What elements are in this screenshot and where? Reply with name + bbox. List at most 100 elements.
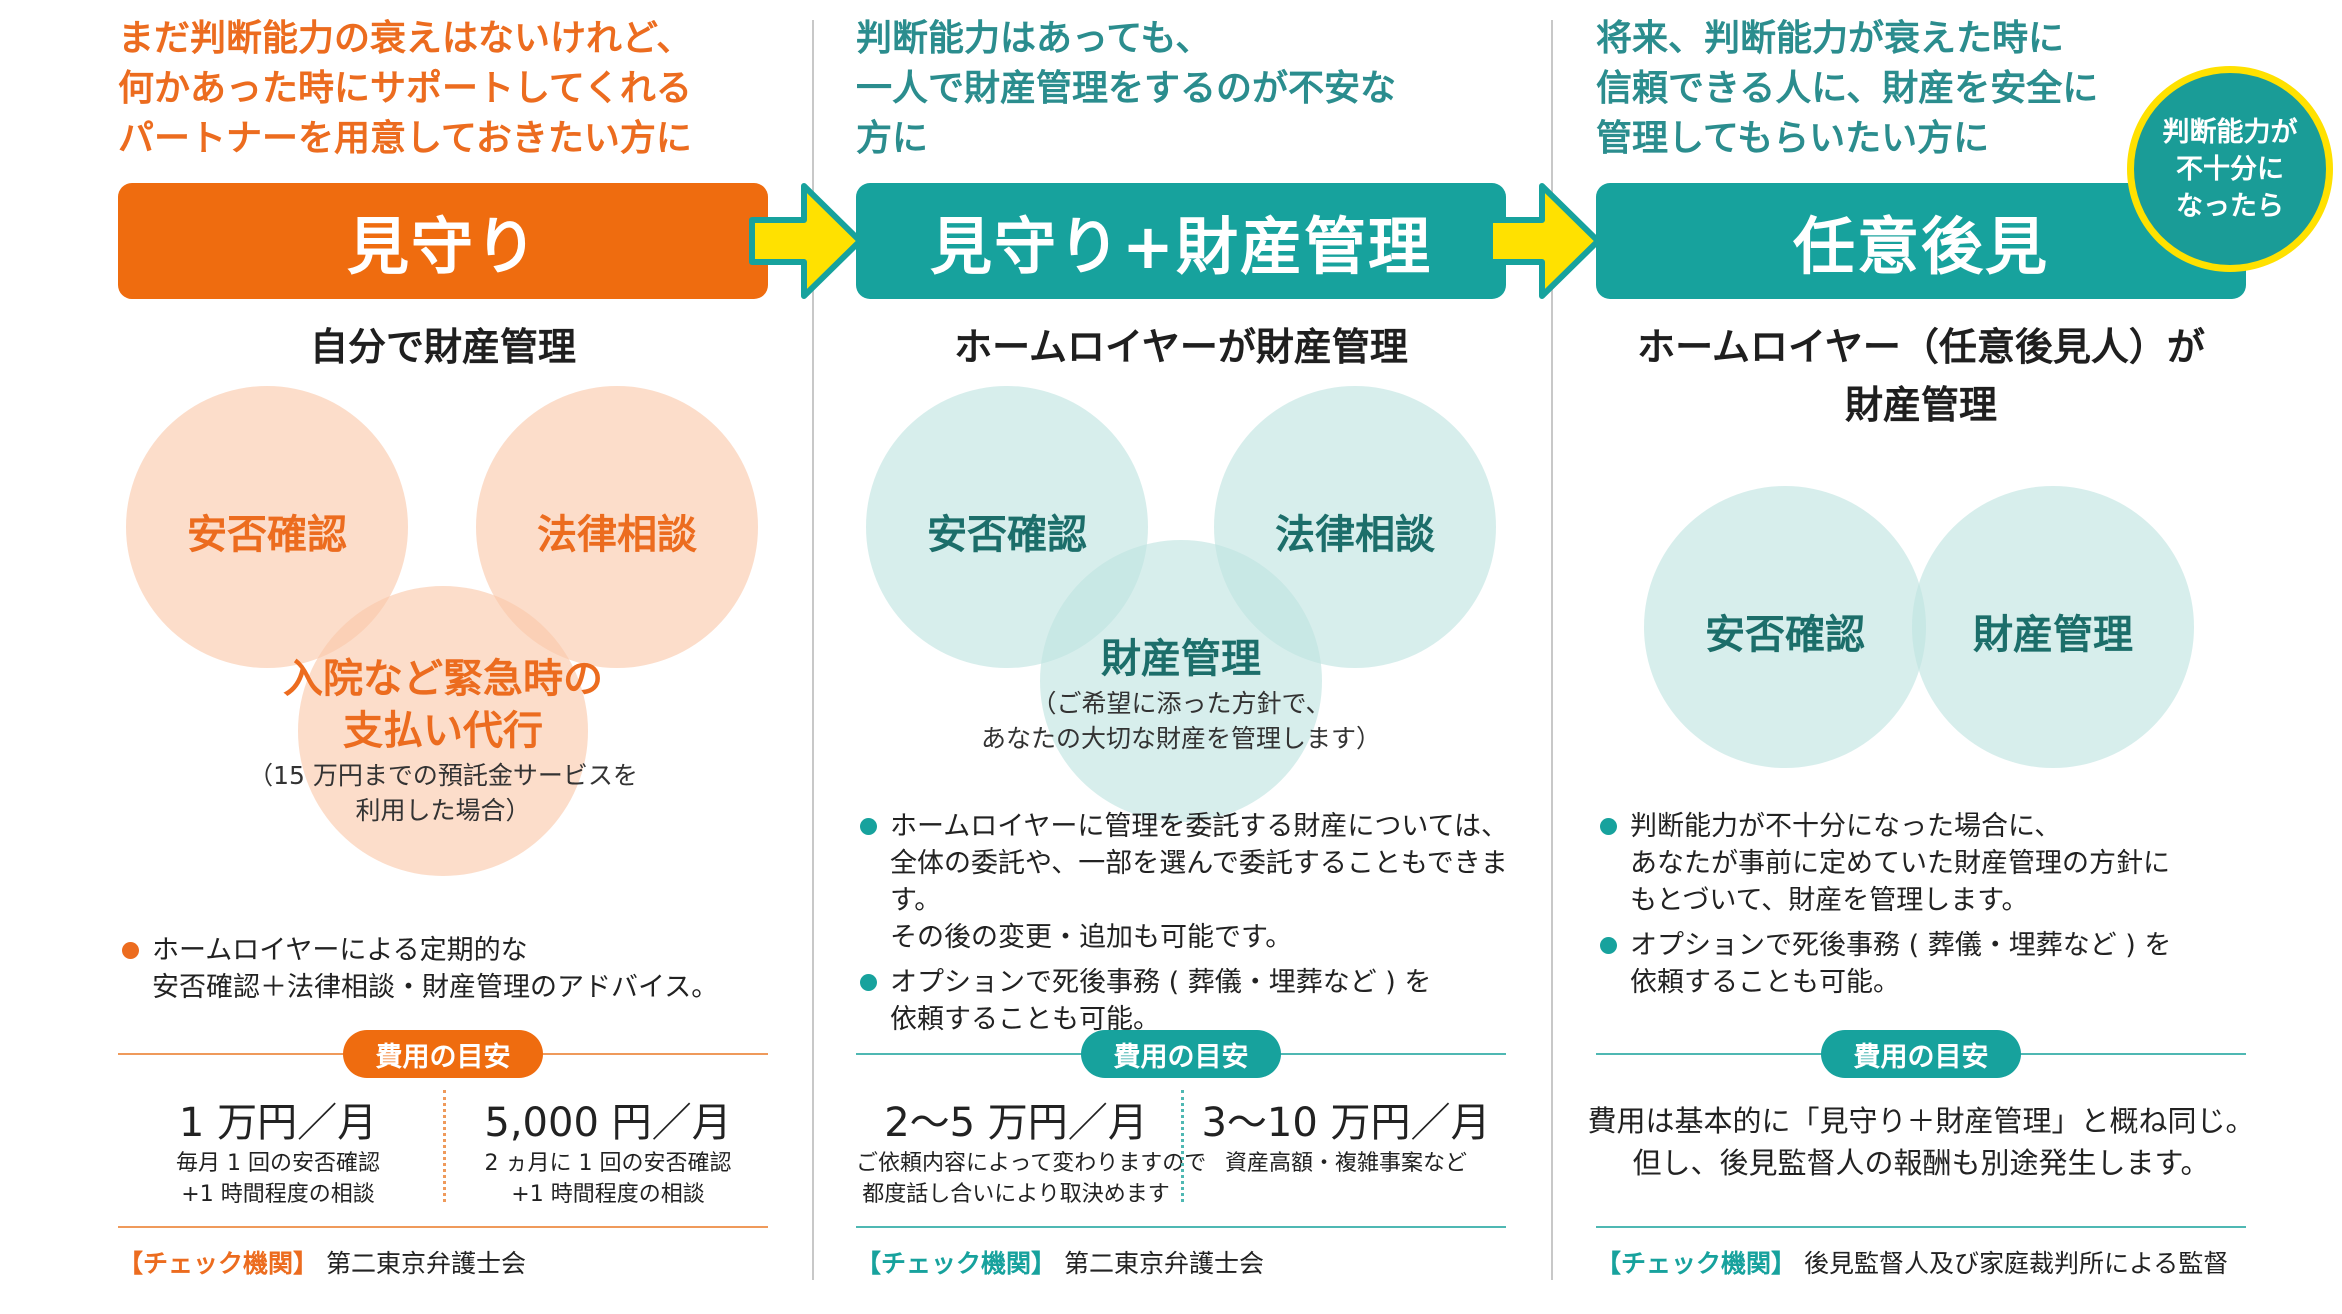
plan-column-nini-kouken: 将来、判断能力が衰えた時に 信頼できる人に、財産を安全に 管理してもらいたい方に… — [1587, 0, 2254, 1314]
feature-item: 判断能力が不十分になった場合に、 あなたが事前に定めていた財産管理の方針に もと… — [1600, 808, 2250, 919]
intro-line: 信頼できる人に、財産を安全に — [1596, 68, 2099, 109]
service-circle-anpi — [1644, 486, 1926, 768]
feature-line: ホームロイヤーによる定期的な — [152, 935, 528, 966]
arrow-right-icon — [749, 183, 863, 299]
circle-note: （15 万円までの預託金サービスを 利用した場合） — [193, 758, 693, 828]
feature-line: 判断能力が不十分になった場合に、 — [1630, 811, 2062, 842]
circle-note-line: （15 万円までの預託金サービスを — [248, 761, 638, 790]
price-note-line: +1 時間程度の相談 — [511, 1182, 705, 1207]
intro-line: 将来、判断能力が衰えた時に — [1596, 18, 2065, 59]
circle-label-payment-line1: 入院など緊急時の — [283, 656, 603, 702]
price-value: 1 万円／月 — [178, 1100, 378, 1146]
check-tag: 【チェック機関】 — [856, 1249, 1057, 1278]
bullet-dot-icon — [1600, 937, 1617, 954]
check-organization: 【チェック機関】 後見監督人及び家庭裁判所による監督 — [1596, 1244, 2228, 1280]
column-divider — [1551, 20, 1553, 1280]
bullet-dot-icon — [860, 818, 877, 835]
cost-divider-bottom — [118, 1226, 768, 1228]
price-note: 毎月 1 回の安否確認 +1 時間程度の相談 — [118, 1148, 438, 1210]
plan-column-mimamori-zaisan: 判断能力はあっても、 一人で財産管理をするのが不安な 方に 見守り+財産管理 ホ… — [856, 0, 1508, 1314]
check-tag: 【チェック機関】 — [1596, 1249, 1797, 1278]
cost-divider-bottom — [856, 1226, 1506, 1228]
plan-title: 見守り+財産管理 — [930, 210, 1432, 283]
cost-label: 費用の目安 — [1081, 1030, 1281, 1078]
feature-line: オプションで死後事務 ( 葬儀・埋葬など ) を — [890, 967, 1432, 998]
feature-line: オプションで死後事務 ( 葬儀・埋葬など ) を — [1630, 930, 2172, 961]
intro-text: 判断能力はあっても、 一人で財産管理をするのが不安な 方に — [856, 14, 1496, 164]
price-note: 資産高額・複雑事案など — [1186, 1148, 1506, 1179]
intro-line: 一人で財産管理をするのが不安な — [856, 68, 1397, 109]
circle-label-zaisan: 財産管理 — [1973, 612, 2133, 658]
circle-note-line: （ご希望に添った方針で、 — [1031, 689, 1331, 718]
feature-line: もとづいて、財産を管理します。 — [1630, 885, 2029, 916]
price-separator — [1181, 1090, 1184, 1202]
price-note-line: +1 時間程度の相談 — [181, 1182, 375, 1207]
check-text: 第二東京弁護士会 — [1063, 1249, 1264, 1278]
feature-line: あなたが事前に定めていた財産管理の方針に — [1630, 848, 2170, 879]
feature-line: 全体の委託や、一部を選んで委託することもできます。 — [890, 848, 1508, 916]
check-text: 第二東京弁護士会 — [325, 1249, 526, 1278]
price-note-line: 2 ヵ月に 1 回の安否確認 — [484, 1151, 732, 1176]
bullet-dot-icon — [122, 942, 139, 959]
plan-title-band: 見守り — [118, 183, 768, 299]
column-divider — [812, 20, 814, 1280]
feature-line: 依頼することも可能。 — [1630, 967, 1900, 998]
badge-line: 判断能力が — [2162, 116, 2298, 148]
circle-label-legal: 法律相談 — [1275, 512, 1435, 558]
plan-subhead: ホームロイヤーが財産管理 — [954, 325, 1408, 369]
price-note-line: ご依頼内容によって変わりますので — [856, 1151, 1207, 1176]
feature-item: オプションで死後事務 ( 葬儀・埋葬など ) を 依頼することも可能。 — [1600, 927, 2250, 1001]
badge-line: なったら — [2176, 190, 2284, 222]
price-note: ご依頼内容によって変わりますので 都度話し合いにより取決めます — [856, 1148, 1207, 1210]
price-value: 3〜10 万円／月 — [1201, 1100, 1491, 1146]
intro-text: 将来、判断能力が衰えた時に 信頼できる人に、財産を安全に 管理してもらいたい方に — [1596, 14, 2236, 164]
feature-list: ホームロイヤーによる定期的な 安否確認＋法律相談・財産管理のアドバイス。 — [122, 932, 772, 1014]
service-circle-payment — [298, 586, 588, 876]
circle-label-anpi: 安否確認 — [927, 512, 1087, 558]
circle-label-legal: 法律相談 — [537, 512, 697, 558]
plan-title: 見守り — [346, 210, 539, 283]
plan-subhead: 自分で財産管理 — [309, 325, 576, 369]
price-note: 2 ヵ月に 1 回の安否確認 +1 時間程度の相談 — [448, 1148, 768, 1210]
plan-subhead-line: ホームロイヤー（任意後見人）が — [1637, 325, 2205, 369]
plan-subhead: ホームロイヤー（任意後見人）が 財産管理 — [1596, 318, 2246, 434]
feature-list: 判断能力が不十分になった場合に、 あなたが事前に定めていた財産管理の方針に もと… — [1600, 808, 2250, 1009]
intro-line: パートナーを用意しておきたい方に — [118, 118, 692, 159]
plan-title: 任意後見 — [1792, 210, 2049, 283]
cost-description-line: 但し、後見監督人の報酬も別途発生します。 — [1632, 1146, 2210, 1180]
bullet-dot-icon — [860, 974, 877, 991]
circle-label-anpi: 安否確認 — [187, 512, 347, 558]
circle-note: （ご希望に添った方針で、 あなたの大切な財産を管理します） — [931, 686, 1431, 756]
feature-line: ホームロイヤーに管理を委託する財産については、 — [890, 811, 1509, 842]
intro-line: 方に — [856, 118, 929, 159]
intro-line: 判断能力はあっても、 — [856, 18, 1212, 59]
service-circle-zaisan — [1040, 540, 1322, 822]
cost-divider-bottom — [1596, 1226, 2246, 1228]
check-organization: 【チェック機関】 第二東京弁護士会 — [856, 1244, 1264, 1280]
service-circle-zaisan — [1912, 486, 2194, 768]
plan-column-mimamori: まだ判断能力の衰えはないけれど、 何かあった時にサポートしてくれる パートナーを… — [118, 0, 770, 1314]
badge-line: 不十分に — [2176, 153, 2284, 185]
feature-item: ホームロイヤーによる定期的な 安否確認＋法律相談・財産管理のアドバイス。 — [122, 932, 772, 1006]
price-separator — [443, 1090, 446, 1202]
feature-line: 依頼することも可能。 — [890, 1004, 1160, 1035]
price-note-line: 都度話し合いにより取決めます — [862, 1182, 1170, 1207]
arrow-right-icon — [1487, 183, 1601, 299]
circle-label-zaisan: 財産管理 — [1101, 636, 1261, 682]
intro-text: まだ判断能力の衰えはないけれど、 何かあった時にサポートしてくれる パートナーを… — [118, 14, 758, 164]
circle-note-line: あなたの大切な財産を管理します） — [980, 724, 1381, 753]
plan-subhead-line: 財産管理 — [1844, 383, 1997, 427]
price-value: 2〜5 万円／月 — [884, 1100, 1148, 1146]
circle-label-payment-line2: 支払い代行 — [343, 708, 543, 754]
feature-line: その後の変更・追加も可能です。 — [890, 922, 1293, 953]
feature-list: ホームロイヤーに管理を委託する財産については、 全体の委託や、一部を選んで委託す… — [860, 808, 1510, 1046]
price-note-line: 資産高額・複雑事案など — [1224, 1151, 1467, 1176]
intro-line: 管理してもらいたい方に — [1596, 118, 1990, 159]
circle-note-line: 利用した場合） — [355, 796, 531, 825]
feature-item: ホームロイヤーに管理を委託する財産については、 全体の委託や、一部を選んで委託す… — [860, 808, 1510, 956]
bullet-dot-icon — [1600, 818, 1617, 835]
check-text: 後見監督人及び家庭裁判所による監督 — [1803, 1249, 2229, 1278]
cost-label: 費用の目安 — [1821, 1030, 2021, 1078]
condition-badge: 判断能力が 不十分に なったら — [2127, 66, 2333, 272]
intro-line: 何かあった時にサポートしてくれる — [118, 68, 692, 109]
